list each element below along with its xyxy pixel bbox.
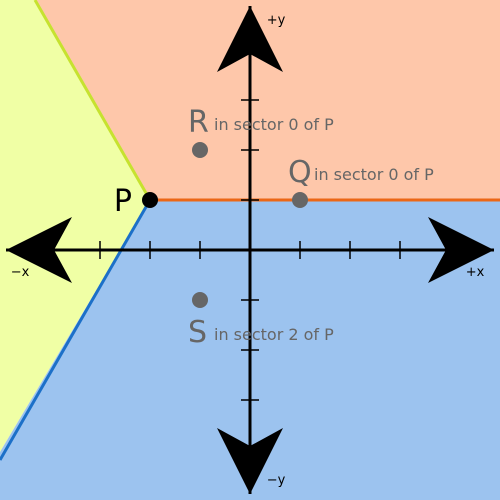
point-r-label: R	[188, 105, 209, 140]
point-q-marker	[292, 192, 308, 208]
point-p-label: P	[114, 184, 132, 219]
point-q-label: Q	[288, 155, 312, 190]
point-s-marker	[192, 292, 208, 308]
point-r-marker	[192, 142, 208, 158]
point-q-sector-note: in sector 0 of P	[314, 165, 434, 184]
sector-1-2-boundary	[0, 199, 152, 461]
x-axis-negative-label: −x	[11, 265, 30, 280]
x-axis-positive-label: +x	[466, 265, 485, 280]
point-s-sector-note: in sector 2 of P	[214, 325, 334, 344]
sector-0-1-boundary	[33, 0, 152, 201]
sector-0-region	[35, 0, 500, 200]
point-r-sector-note: in sector 0 of P	[214, 115, 334, 134]
axis-ticks	[49, 49, 451, 451]
point-p-marker	[142, 192, 158, 208]
point-s-label: S	[188, 315, 207, 350]
y-axis-negative-label: −y	[267, 473, 286, 488]
axes	[6, 6, 494, 494]
sector-1-region	[0, 0, 150, 452]
y-axis-positive-label: +y	[267, 13, 286, 28]
